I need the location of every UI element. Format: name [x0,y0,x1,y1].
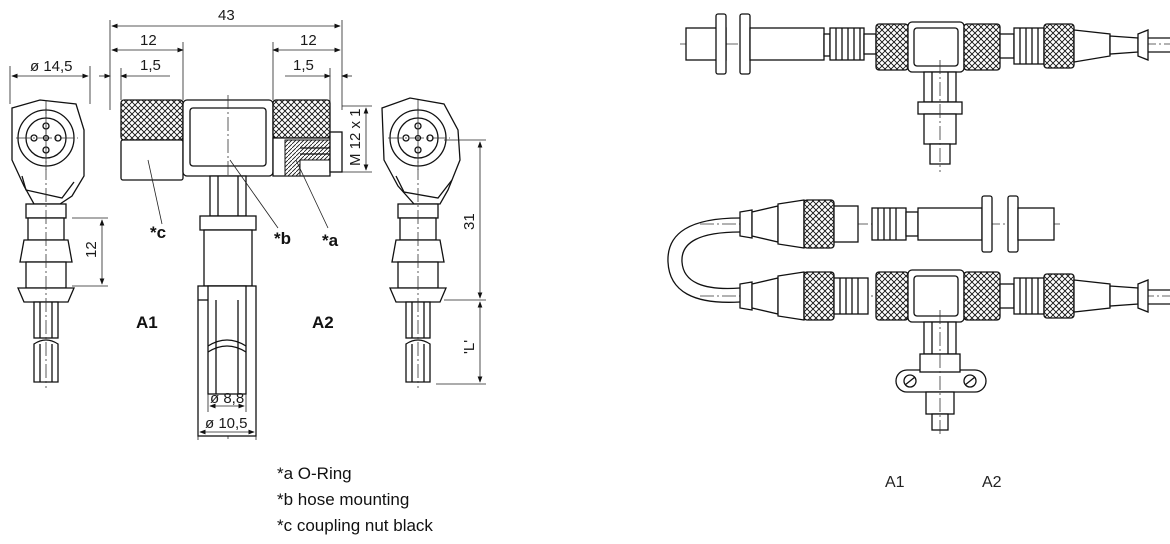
dim-hose-inner: ø 8,8 [210,390,244,407]
dimension-overall: 43 [109,7,343,110]
dim-right-offset: 1,5 [293,57,314,74]
dimension-right-offset: 1,5 [285,57,352,110]
t-connector-front [120,95,343,440]
dim-hose-outer: ø 10,5 [205,415,248,432]
dim-left-diameter: ø 14,5 [30,58,73,75]
dimension-hose-diameters: ø 8,8 ø 10,5 [197,390,257,440]
legend-notes: *a O-Ring *b hose mounting *c coupling n… [277,461,433,539]
dim-thread: M 12 x 1 [347,108,364,166]
dimension-thread: M 12 x 1 [342,105,372,173]
callout-lines [147,159,329,229]
note-coupling-nut: *c coupling nut black [277,516,433,535]
dimension-right-nut: 12 [272,32,341,100]
dim-left-offset: 1,5 [140,57,161,74]
application-sketches: A1 A2 [667,13,1170,491]
dim-right-nut-width: 12 [300,32,317,49]
right-coupling-nut-knurl [272,99,331,139]
label-a2-left: A2 [312,313,334,332]
note-o-ring: *a O-Ring [277,464,352,483]
label-a1-right: A1 [885,474,905,491]
dim-overall-width: 43 [218,7,235,24]
dim-left-height: 12 [83,241,100,258]
dimension-left-offset: 1,5 [99,57,170,100]
right-side-view [381,97,461,388]
left-coupling-nut-knurl [120,99,184,141]
top-assembly [680,13,1170,172]
dimensioned-drawing: 43 12 12 1,5 1,5 ø 14,5 [9,7,486,440]
note-hose-mounting: *b hose mounting [277,490,410,509]
label-a2-right: A2 [982,474,1002,491]
left-coupling-nut-body [120,139,184,181]
dimension-left-diameter: ø 14,5 [9,58,91,104]
dim-right-height: 31 [461,213,478,230]
label-a1-left: A1 [136,313,158,332]
dim-left-nut-width: 12 [140,32,157,49]
dimension-right-heights: 31 'L' [436,139,486,385]
callout-a: *a [322,231,339,250]
dim-length: 'L' [461,340,478,354]
dimension-left-nut: 12 [111,32,184,100]
dimension-left-height: 12 [72,217,108,287]
callout-b: *b [274,229,291,248]
callout-c: *c [150,223,166,242]
bottom-assembly [667,195,1170,436]
left-side-view [11,99,85,388]
